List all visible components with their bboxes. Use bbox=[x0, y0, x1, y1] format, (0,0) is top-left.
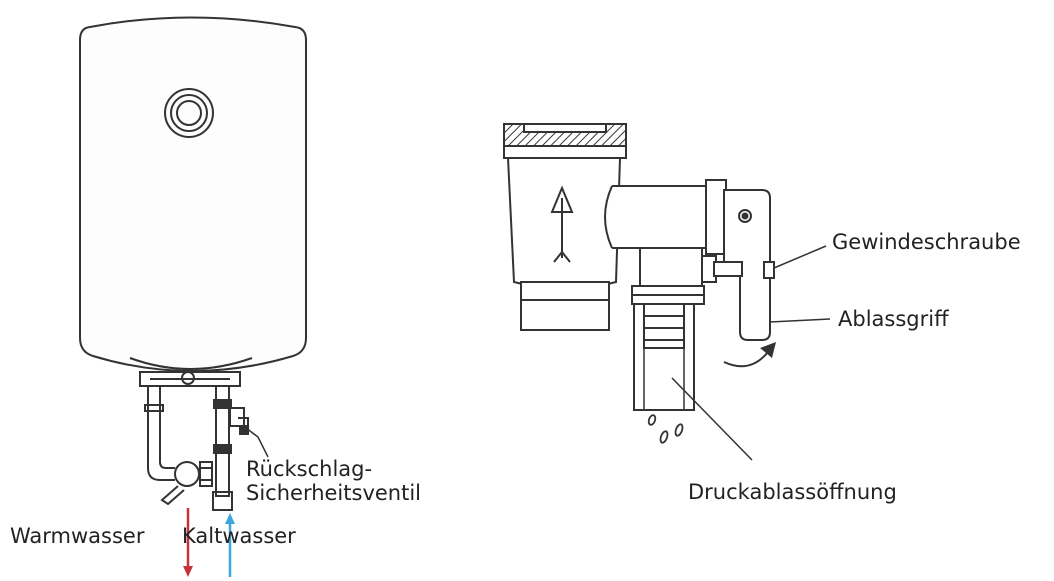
drain-handle-leader bbox=[769, 318, 831, 323]
check-valve-label-line2: Sicherheitsventil bbox=[246, 481, 422, 505]
water-heater bbox=[79, 16, 307, 387]
drain-handle-label: Ablassgriff bbox=[838, 307, 949, 331]
check-valve-leader bbox=[245, 427, 269, 458]
rotation-arrow-icon bbox=[723, 342, 776, 368]
check-valve-label-line1: Rückschlag- bbox=[246, 457, 373, 481]
valve-main-body bbox=[506, 157, 622, 290]
heater-tank-body bbox=[79, 16, 307, 372]
heater-pipes bbox=[144, 385, 249, 511]
pressure-outlet-label: Druckablassöffnung bbox=[688, 480, 897, 504]
mixing-valve-icon bbox=[174, 461, 200, 487]
hot-water-pipe bbox=[147, 386, 175, 481]
drain-handle-icon bbox=[723, 189, 771, 341]
cold-water-pipe bbox=[215, 385, 230, 497]
water-drops-icon bbox=[647, 414, 684, 444]
valve-bottom-thread bbox=[520, 281, 610, 331]
hot-water-label: Warmwasser bbox=[10, 524, 145, 548]
thermostat-knob-icon bbox=[164, 88, 214, 138]
cold-water-label: Kaltwasser bbox=[182, 524, 296, 548]
set-screw-icon bbox=[763, 261, 775, 279]
set-screw-leader bbox=[773, 245, 827, 269]
safety-valve bbox=[503, 123, 775, 411]
hot-water-arrow-icon bbox=[183, 508, 193, 577]
pressure-outlet-leader bbox=[671, 377, 753, 461]
cold-water-arrow-icon bbox=[225, 513, 235, 577]
set-screw-label: Gewindeschraube bbox=[832, 230, 1021, 254]
